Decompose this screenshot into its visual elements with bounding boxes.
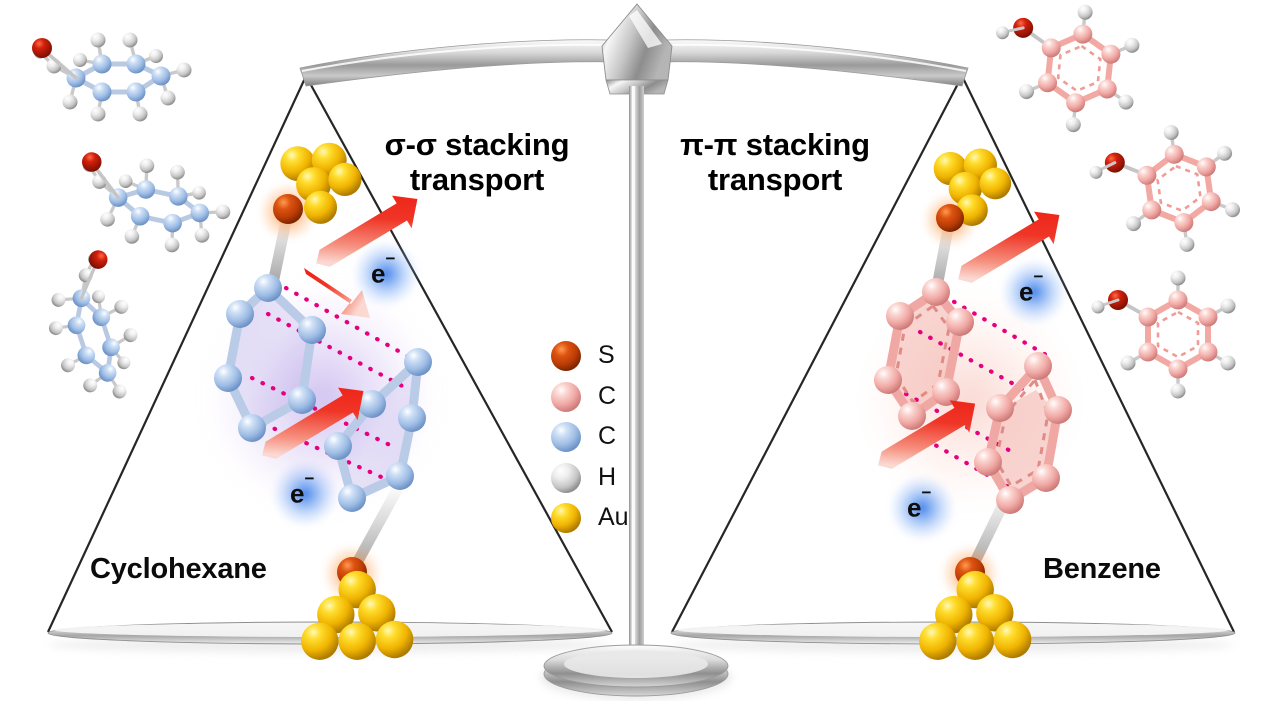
left-top-electron-label: e− — [371, 249, 395, 290]
balance-base — [540, 644, 732, 700]
right-top-electron-e: e — [1019, 276, 1034, 307]
right-top-electron-sign: − — [1033, 266, 1044, 286]
benzene-ring-upper-atoms — [874, 278, 974, 430]
right-bottom-electron-sign: − — [921, 482, 932, 502]
left-pan-title-line1: σ-σ stacking — [384, 127, 570, 162]
left-top-electron-e: e — [371, 258, 386, 289]
cyclohexane-ring-upper-atoms — [214, 274, 326, 442]
left-top-electrode — [258, 142, 362, 242]
benzene-stack — [874, 278, 1072, 514]
right-top-electrode — [922, 148, 1012, 248]
molecule-cyclohexanethiol-2 — [67, 145, 237, 262]
left-pan-title: σ-σ stacking transport — [341, 127, 613, 197]
left-pan-title-line2: transport — [409, 161, 545, 197]
right-pan-title: π-π stacking transport — [655, 127, 895, 197]
right-pan-title-line1: π-π stacking — [680, 127, 870, 162]
legend-label-c-blue: C — [598, 422, 617, 450]
left-top-electron-glow — [352, 240, 420, 308]
left-bottom-electron-glow — [271, 460, 339, 528]
right-bottom-electron-glow — [888, 474, 956, 542]
left-bottom-electron-sign: − — [304, 468, 315, 488]
legend-sphere-h — [551, 463, 581, 493]
fulcrum — [601, 3, 673, 95]
right-pan-label: Benzene — [1043, 553, 1161, 585]
left-bottom-electron-label: e− — [290, 469, 314, 510]
junction-left-sigma — [204, 142, 440, 660]
molecule-cyclohexanethiol-3 — [30, 246, 155, 413]
legend-label-h: H — [598, 463, 617, 491]
balance-beam-left — [299, 39, 617, 87]
left-top-electron-sign: − — [385, 248, 396, 268]
legend-sphere-s — [551, 341, 581, 371]
legend-sphere-c-blue — [551, 422, 581, 452]
cyclohexane-ring-lower-atoms — [324, 348, 432, 512]
legend-label-s: S — [598, 341, 615, 369]
legend-sphere-au — [551, 503, 581, 533]
right-top-sulfur-atom — [936, 204, 964, 232]
legend-label-c-pink: C — [598, 382, 617, 410]
molecule-benzenethiol-3 — [1092, 271, 1236, 399]
left-bottom-electrode — [301, 544, 414, 660]
right-pan-wires — [671, 75, 1235, 633]
right-pan-title-line2: transport — [707, 161, 843, 197]
balance-column — [629, 86, 644, 661]
left-top-sulfur-atom — [273, 194, 303, 224]
left-electron-arrows — [262, 195, 418, 459]
right-bottom-electron-label: e− — [907, 483, 931, 524]
left-bottom-electron-e: e — [290, 478, 305, 509]
molecule-cyclohexanethiol-1 — [32, 33, 192, 122]
right-bottom-electron-e: e — [907, 492, 922, 523]
molecule-benzenethiol-2 — [1084, 117, 1244, 264]
benzene-ring-lower-atoms — [974, 352, 1072, 514]
right-top-electron-label: e− — [1019, 267, 1043, 308]
junction-right-pi — [854, 148, 1086, 660]
legend-sphere-c-pink — [551, 382, 581, 412]
legend-label-au: Au — [598, 503, 629, 531]
right-top-electron-glow — [1000, 258, 1068, 326]
balance-beam-right — [657, 39, 969, 87]
left-pan-label: Cyclohexane — [90, 553, 267, 585]
right-electron-arrows — [878, 211, 1060, 469]
molecule-benzenethiol-1 — [987, 0, 1144, 138]
legend-spheres — [551, 341, 581, 533]
left-molecule-gallery — [30, 33, 237, 413]
right-bottom-electrode — [919, 544, 1032, 660]
left-top-electron-arrow — [304, 268, 370, 318]
